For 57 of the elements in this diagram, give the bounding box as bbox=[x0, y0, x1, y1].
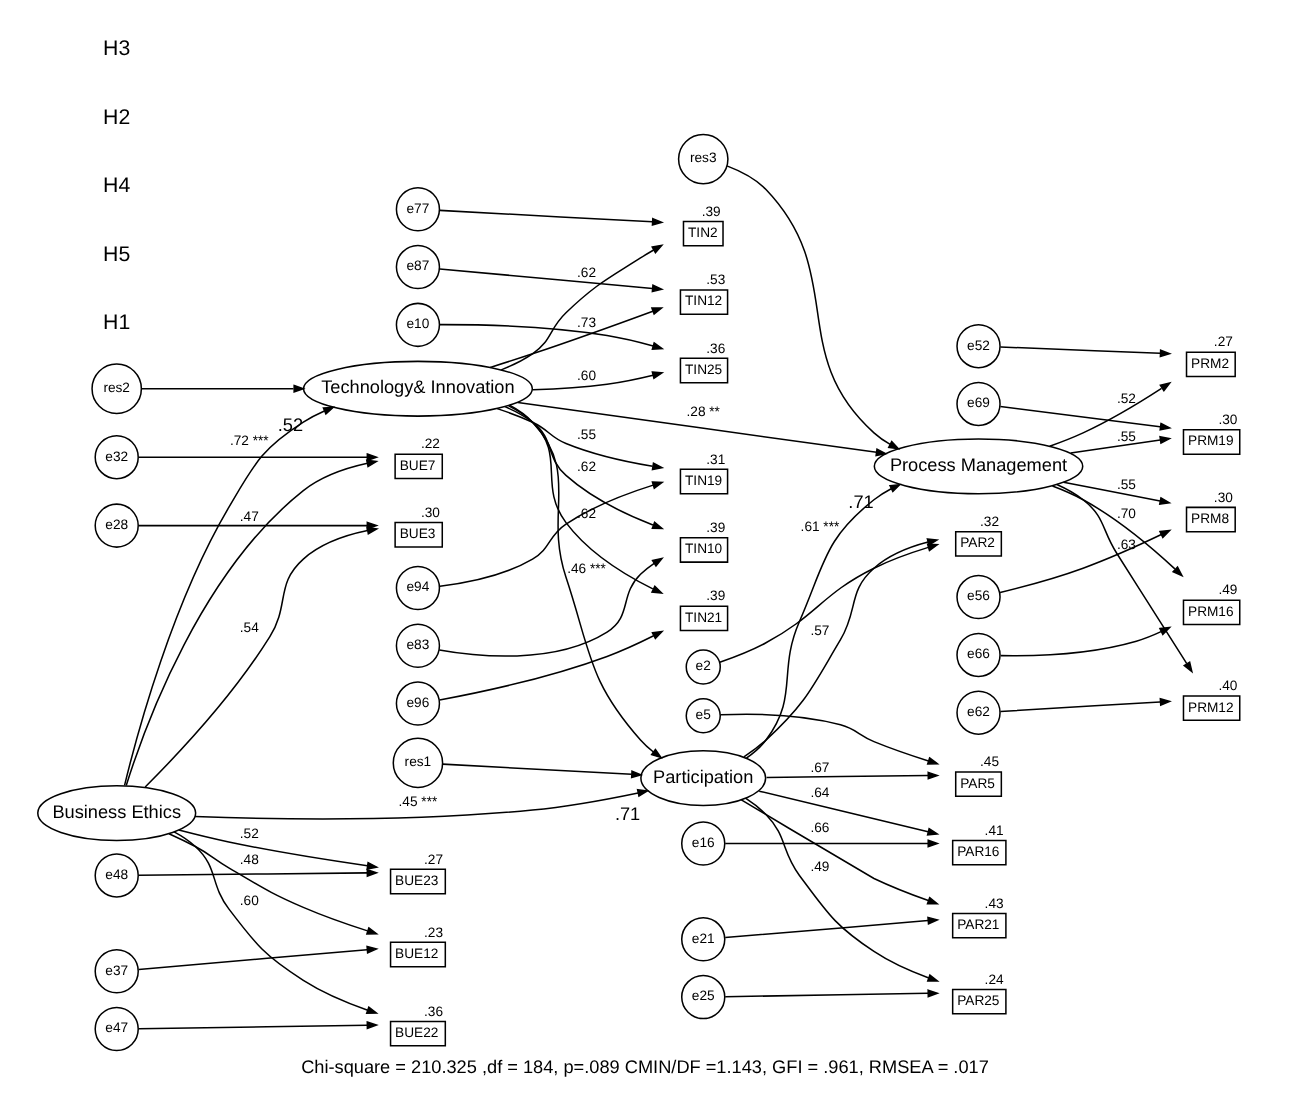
arrow bbox=[1048, 381, 1172, 447]
arrow bbox=[724, 916, 940, 939]
node-ellipse: Business Ethics bbox=[37, 784, 197, 842]
arrow bbox=[489, 307, 664, 369]
arrow bbox=[724, 839, 940, 848]
arrow bbox=[504, 405, 665, 530]
arrow bbox=[496, 407, 665, 471]
arrow bbox=[726, 165, 901, 450]
arrow bbox=[724, 989, 940, 998]
arrow bbox=[173, 831, 379, 1014]
label: H3 bbox=[103, 37, 131, 62]
arrow bbox=[745, 483, 902, 759]
arrow bbox=[194, 788, 650, 820]
arrow bbox=[1062, 481, 1172, 506]
arrow bbox=[1000, 626, 1172, 657]
arrow bbox=[1056, 483, 1194, 674]
label: H5 bbox=[103, 242, 131, 267]
arrow bbox=[532, 371, 665, 391]
arrow bbox=[178, 829, 379, 870]
arrow bbox=[439, 209, 665, 227]
arrow bbox=[140, 384, 306, 393]
arrow bbox=[719, 543, 940, 663]
arrow bbox=[999, 529, 1172, 594]
arrow bbox=[999, 405, 1172, 431]
arrow bbox=[1069, 435, 1172, 454]
label: H1 bbox=[103, 310, 131, 335]
arrow bbox=[439, 481, 665, 587]
arrow bbox=[743, 538, 940, 758]
label: H2 bbox=[103, 105, 131, 130]
arrow bbox=[765, 771, 940, 780]
arrow bbox=[137, 1020, 379, 1030]
node-label: .71 bbox=[848, 492, 874, 513]
arrow bbox=[507, 405, 664, 595]
arrow bbox=[123, 406, 336, 787]
arrow bbox=[999, 346, 1172, 358]
arrow bbox=[441, 763, 644, 779]
arrow bbox=[137, 945, 379, 971]
arrow bbox=[439, 323, 665, 350]
arrow bbox=[719, 713, 940, 765]
arrow bbox=[740, 799, 940, 905]
arrow bbox=[438, 557, 664, 657]
node-label: .71 bbox=[614, 804, 641, 825]
arrow bbox=[137, 868, 379, 878]
arrow bbox=[137, 452, 379, 462]
arrow bbox=[758, 790, 940, 836]
arrow bbox=[999, 697, 1172, 713]
arrow bbox=[517, 401, 888, 457]
label: H4 bbox=[103, 174, 131, 199]
arrow bbox=[137, 521, 379, 530]
arrow bbox=[500, 244, 664, 371]
arrow bbox=[509, 404, 663, 759]
arrow bbox=[745, 797, 940, 982]
arrow bbox=[168, 832, 379, 935]
arrow bbox=[439, 268, 665, 293]
arrow bbox=[1051, 485, 1184, 578]
caption: Chi-square = 210.325 ,df = 184, p=.089 CMIN/DF =1.143, GFI = .961, RMSEA = .017 bbox=[301, 1056, 989, 1077]
arrow bbox=[438, 630, 665, 701]
